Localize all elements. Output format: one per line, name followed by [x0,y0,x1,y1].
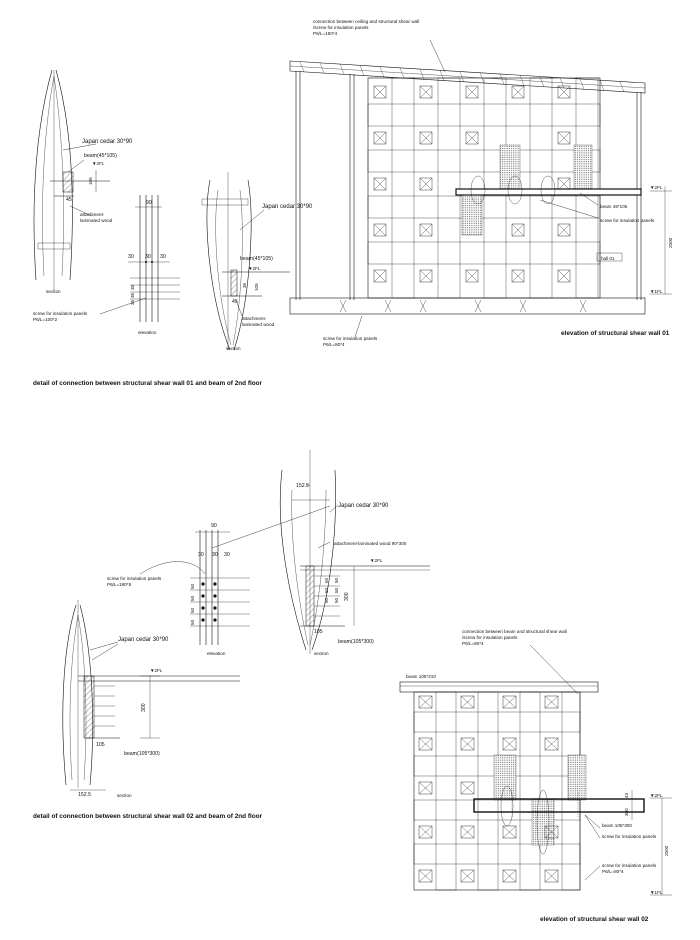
w01-ceiling-note1: connection between ceiling and structura… [313,19,419,24]
b-dim-152b: 152.5 [78,792,91,798]
w01-hall: hall 01 [601,256,615,261]
w02-beam-top: beam 105*210 [406,674,436,679]
b-section-top: section [314,651,329,656]
top-right-section-label: section [226,346,241,351]
w01-beam: beam 45*105 [600,204,628,209]
elev-dim-35c: 35 [130,299,135,305]
elev-label: elevation [138,330,157,335]
top-right-dim-105: 105 [254,283,259,291]
top-left-dim-105: 105 [88,177,93,185]
screw-spec: P6/L=100*2 [33,317,58,322]
screw-label: screw for insulation panels [33,311,88,316]
svg-text:50: 50 [334,587,339,593]
b-elev-label: elevation [207,651,226,656]
b-screw1: screw for insulation panels [107,576,162,581]
svg-text:50: 50 [324,577,329,583]
top-right-attachment: attachment- [242,316,267,321]
b-elev-30a: 30 [198,552,204,558]
elev-dim-30b: 30 [145,254,151,260]
w01-ceiling-note3: P6/L=150*4 [313,31,338,36]
bottom-caption: detail of connection between structural … [33,813,263,820]
w02-dim-2500: 2500 [664,845,669,856]
b-beam-top: beam(105*300) [338,639,374,645]
w01-bottom-note1: screw for insulation panels [323,336,378,341]
w02-note3: P6/L=80*4 [462,641,484,646]
b-elev-50s: 50 50 50 50 [190,583,195,625]
w02-caption: elevation of structural shear wall 02 [540,916,649,923]
wall02-top-section [279,450,430,654]
b-dim-300-left: 300 [141,703,147,712]
w01-bottom-note2: P6/L=80*4 [323,342,345,347]
w02-dim-300: 300 [624,808,629,816]
w01-caption: elevation of structural shear wall 01 [561,330,670,337]
w02-screw2-spec: P6/L=80*4 [602,869,624,874]
b-japan-cedar-top: Japan cedar 30*90 [338,503,389,509]
top-left-attachment: attachment- [80,212,105,217]
w01-dim-2500: 2500 [668,237,673,248]
top-left-japan-cedar: Japan cedar 30*90 [82,139,133,145]
b-2fl-top: ▼2FL [370,558,383,563]
wall01-elevation [289,39,672,338]
svg-text:50: 50 [190,619,195,625]
w02-screw2: screw for insulation panels [602,863,657,868]
b-attachment-top: attachment-laminated wood 90*300 [334,541,407,546]
b-beam-left: beam(105*300) [124,751,160,757]
w01-1fl: ▼1FL [650,289,663,294]
b-japan-cedar-left: Japan cedar 30*90 [118,637,169,643]
top-caption: detail of connection between structural … [33,380,263,387]
elev-dim-90: 90 [146,200,152,206]
wall02-left-section [62,600,240,791]
elev-dim-30c: 30 [160,254,166,260]
wall02-elevation [399,644,672,896]
svg-text:50: 50 [190,583,195,589]
w02-screw: screw for insulation panels [602,834,657,839]
top-left-beam-label: beam(45*105) [84,153,117,159]
w02-note1: connection between beam and structural s… [462,629,567,634]
b-dim-105-left: 105 [96,742,105,748]
w02-dim-43: 43 [624,792,629,798]
top-right-2fl: ▼2FL [248,266,261,271]
b-elev-30c: 30 [224,552,230,558]
top-left-2fl: ▼2FL [92,161,105,166]
svg-text:50: 50 [334,577,339,583]
w01-ceiling-note2: /screw for insulation panels [313,25,369,30]
top-right-dim-45: 45 [232,299,238,305]
elev-dim-30a: 30 [128,254,134,260]
b-elev-90: 90 [211,523,217,529]
top-right-attachment2: laminated wood [242,322,275,327]
b-dims-50: 50 50 50 50 50 50 [324,577,339,603]
svg-text:50: 50 [324,587,329,593]
b-elev-30b: 30 [212,552,218,558]
w02-1fl: ▼1FL [650,890,663,895]
wall01-right-section [201,172,290,351]
svg-text:50: 50 [190,595,195,601]
wall01-left-section [33,69,110,290]
b-screw1-spec: P6/L=180*5 [107,582,132,587]
top-left-section-label: section [46,289,61,294]
w02-beam: beam 105*300 [602,823,632,828]
top-right-japan-cedar: Japan cedar 30*90 [262,204,313,210]
b-2fl-left: ▼2FL [150,668,163,673]
top-right-beam: beam(45*105) [240,256,273,262]
svg-text:50: 50 [190,607,195,613]
svg-text:50: 50 [324,597,329,603]
top-left-dim-45: 45 [66,197,72,203]
w01-2fl: ▼2FL [650,185,663,190]
b-dim-152a: 152.5 [296,483,309,489]
w02-2fl: ▼2FL [650,793,663,798]
svg-text:50: 50 [334,597,339,603]
top-left-attachment2: laminated wood [80,218,113,223]
b-dim-105-top: 105 [314,629,323,635]
wall02-detail-elevation [139,505,331,645]
wall01-detail-elevation [99,195,180,322]
elev-dim-35b: 35 [130,292,135,298]
w02-note2: /screw for insulation panels [462,635,518,640]
elev-dim-35a: 35 [130,284,135,290]
b-section-left: section [117,793,132,798]
w01-screw: screw for insulation panels [600,218,655,223]
top-right-dim-35: 35 [242,282,247,288]
b-dim-300-top: 300 [344,592,350,601]
